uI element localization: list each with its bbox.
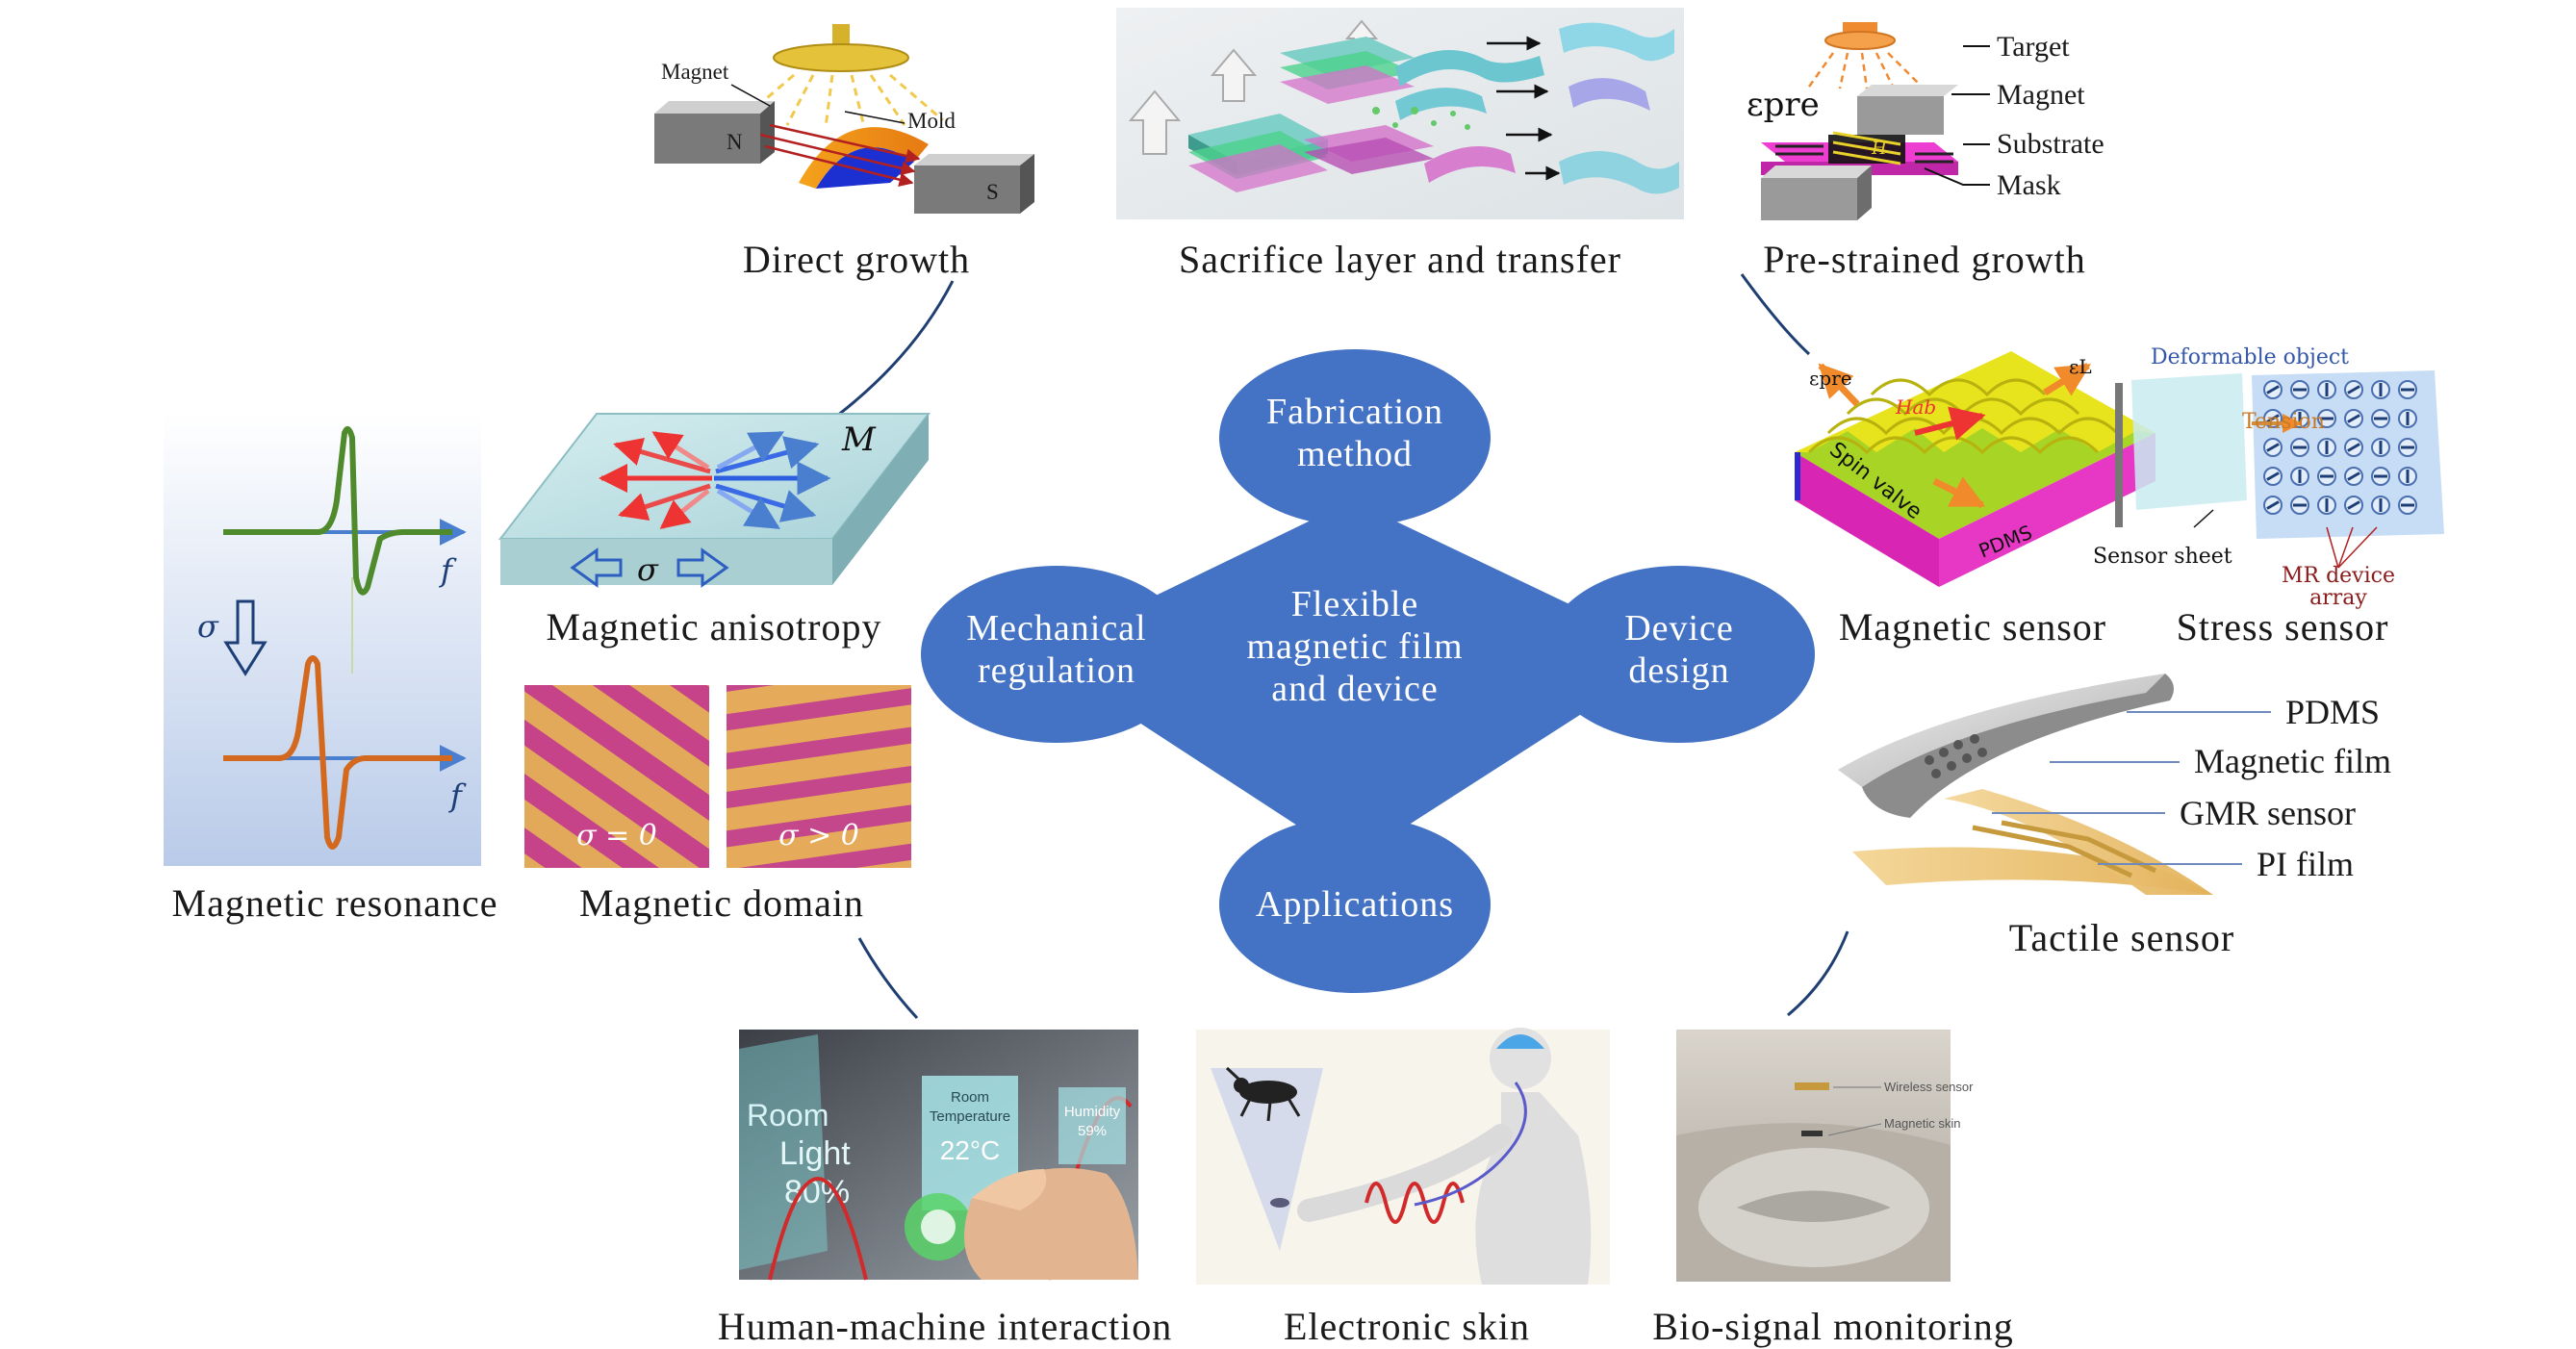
direct-growth-caption: Direct growth xyxy=(743,238,970,281)
mr-device-bar xyxy=(2266,414,2280,423)
hub-device-line-2: design xyxy=(1628,650,1729,691)
tactile-layer-gmr: GMR sensor xyxy=(2180,794,2356,832)
tactile-layer-pi: PI film xyxy=(2257,845,2354,883)
magnet-n-label: N xyxy=(727,130,743,154)
skin-caption: Electronic skin xyxy=(1284,1305,1530,1348)
anisotropy-m-label: M xyxy=(841,420,877,459)
hub-device-line-1: Device xyxy=(1624,608,1734,649)
hmi-roomtemp-line-1: Room xyxy=(951,1089,989,1106)
tactile-sensor-figure: PDMS Magnetic film GMR sensor PI film xyxy=(1838,674,2391,895)
anisotropy-sigma: σ xyxy=(637,551,659,588)
magnetic-sensor-caption: Magnetic sensor xyxy=(1839,605,2106,649)
domain-left-label: σ = 0 xyxy=(576,819,657,853)
target-icon xyxy=(773,24,909,72)
connector-top-right xyxy=(1740,273,1811,356)
anisotropy-caption: Magnetic anisotropy xyxy=(547,605,882,649)
mr-device-bar xyxy=(2266,471,2280,481)
domain-figure: σ = 0 σ > 0 xyxy=(524,685,911,868)
hub-fabrication-line-1: Fabrication xyxy=(1266,392,1443,432)
mold-label: Mold xyxy=(907,109,956,133)
prestrained-eps-label: εpre xyxy=(1747,86,1820,124)
resonance-sigma: σ xyxy=(197,608,219,645)
hmi-light-label: Light xyxy=(779,1135,851,1172)
mr-array xyxy=(2263,380,2417,515)
mr-device-bar xyxy=(2347,443,2360,452)
hub-mechanical-line-1: Mechanical xyxy=(966,608,1146,649)
domain-right-label: σ > 0 xyxy=(778,819,859,853)
stress-deformable-label: Deformable object xyxy=(2151,345,2349,369)
hub-left-ellipse xyxy=(921,566,1192,743)
sensor-eps-pre: εpre xyxy=(1809,367,1852,390)
double-arrow-icon xyxy=(570,547,729,588)
sensor-eps-l: εL xyxy=(2069,355,2092,378)
hub-core-line-3: and device xyxy=(1271,669,1439,709)
hmi-figure: Room Light 80% Room Temperature 22°C Hum… xyxy=(739,1030,1138,1281)
hmi-room-label: Room xyxy=(747,1098,829,1133)
sacrifice-caption: Sacrifice layer and transfer xyxy=(1179,238,1621,281)
tactile-layer-magnetic: Magnetic film xyxy=(2194,742,2391,780)
hub-fabrication-line-2: method xyxy=(1297,434,1413,474)
magnet-label: Magnet xyxy=(661,60,729,84)
bio-wireless-label: Wireless sensor xyxy=(1884,1080,1974,1094)
connector-bottom-right xyxy=(1787,930,1849,1017)
sensor-h-ab: Hab xyxy=(1895,395,1936,419)
mr-device-bar xyxy=(2347,471,2360,481)
mr-device-bar xyxy=(2266,500,2280,510)
stress-sensor-figure: Tension Deformable object Sensor sheet M… xyxy=(2093,345,2444,610)
center-hub: Flexible magnetic film and device Fabric… xyxy=(921,349,1815,993)
tactile-layer-pdms: PDMS xyxy=(2285,693,2380,731)
prestrained-caption: Pre-strained growth xyxy=(1763,238,2086,281)
hmi-temp-value: 22°C xyxy=(940,1135,1001,1165)
bio-caption: Bio-signal monitoring xyxy=(1652,1305,2013,1348)
prestrained-mask-label: Mask xyxy=(1997,169,2061,201)
hmi-humidity-value: 59% xyxy=(1078,1123,1107,1139)
resonance-caption: Magnetic resonance xyxy=(172,881,498,925)
skin-figure xyxy=(1196,1028,1610,1285)
hub-diamond xyxy=(1034,500,1674,861)
stress-sensor-caption: Stress sensor xyxy=(2177,605,2389,649)
mr-device-bar xyxy=(2266,443,2280,452)
resonance-figure: f σ f xyxy=(164,412,481,866)
mr-device-bar xyxy=(2347,414,2360,423)
hmi-roomtemp-line-2: Temperature xyxy=(930,1108,1010,1125)
hub-applications: Applications xyxy=(1256,884,1454,925)
sacrifice-figure xyxy=(1116,8,1684,219)
hub-core-line-2: magnetic film xyxy=(1246,626,1463,667)
prestrained-figure: H εpre Target Magnet Substrate Mask xyxy=(1747,22,2104,220)
hub-top-ellipse xyxy=(1219,349,1491,526)
stress-tension-label: Tension xyxy=(2242,410,2325,434)
hmi-humidity-label: Humidity xyxy=(1064,1104,1121,1120)
hub-right-ellipse xyxy=(1543,566,1815,743)
arrow-down-icon xyxy=(223,599,268,676)
stress-array-line-2: array xyxy=(2309,586,2367,610)
anisotropy-figure: σ M xyxy=(497,413,931,588)
hub-core-line-1: Flexible xyxy=(1291,584,1419,624)
domain-caption: Magnetic domain xyxy=(579,881,864,925)
magnet-icon xyxy=(654,101,775,164)
direct-growth-figure: N S Magnet Mold xyxy=(654,24,1034,214)
prestrained-target-label: Target xyxy=(1997,31,2070,63)
mr-device-bar xyxy=(2266,385,2280,395)
mr-device-bar xyxy=(2347,385,2360,395)
prestrained-magnet-label: Magnet xyxy=(1997,79,2085,111)
magnet-s-label: S xyxy=(986,180,999,204)
mr-device-bar xyxy=(2347,500,2360,510)
magnetic-sensor-figure: εpre εL Hab Spin valve PDMS xyxy=(1795,351,2155,587)
stress-array-line-1: MR device xyxy=(2282,564,2395,588)
connector-bottom-left xyxy=(857,937,919,1020)
connectors xyxy=(836,273,1849,1020)
prestrained-substrate-label: Substrate xyxy=(1997,128,2104,160)
hub-bottom-ellipse xyxy=(1219,816,1491,993)
prestrained-field-label: H xyxy=(1871,139,1887,159)
connector-top-left xyxy=(836,280,955,418)
hmi-caption: Human-machine interaction xyxy=(718,1305,1173,1348)
bio-mskin-label: Magnetic skin xyxy=(1884,1116,1960,1131)
bio-figure: Wireless sensor Magnetic skin xyxy=(1676,1030,1974,1282)
stress-sheet-label: Sensor sheet xyxy=(2093,545,2232,569)
hub-mechanical-line-2: regulation xyxy=(978,650,1135,691)
tactile-sensor-caption: Tactile sensor xyxy=(2009,916,2234,959)
